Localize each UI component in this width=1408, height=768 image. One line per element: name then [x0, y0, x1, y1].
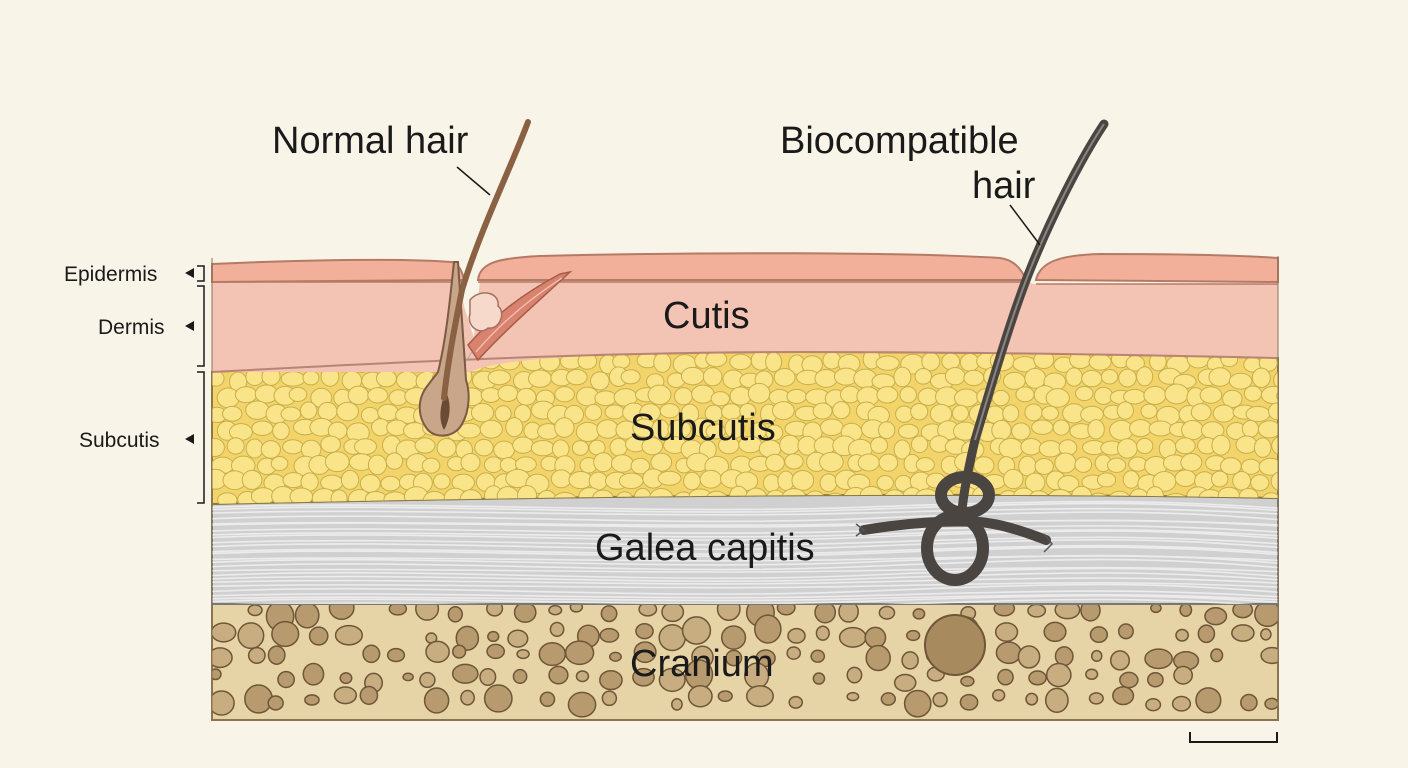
cranium-large-pore — [924, 614, 986, 676]
epidermis-layer — [211, 252, 1279, 720]
galea-capitis-label: Galea capitis — [595, 527, 815, 569]
side-label-subcutis: Subcutis — [79, 429, 160, 452]
dermis-layer — [211, 281, 1279, 373]
normal-hair-shaft — [441, 119, 531, 401]
subcutis-label: Subcutis — [630, 407, 776, 449]
cranium-layer — [211, 603, 1279, 721]
normal-hair-label: Normal hair — [272, 120, 469, 162]
scale-bar — [1189, 732, 1278, 743]
sebaceous-gland — [468, 292, 503, 332]
side-label-epidermis: Epidermis — [64, 263, 157, 286]
side-label-dermis: Dermis — [98, 316, 165, 339]
galea-capitis-layer — [211, 493, 1279, 605]
cutis-label: Cutis — [663, 295, 750, 337]
biocompatible-hair-leader-line — [1009, 204, 1041, 246]
biocompatible-hair — [855, 119, 1109, 586]
biocompatible-hair-label-line2: hair — [972, 165, 1036, 207]
biocompatible-hair-label-line1: Biocompatible — [780, 120, 1019, 162]
side-arrows — [185, 268, 194, 444]
side-brackets — [197, 265, 205, 504]
normal-hair-leader-line — [456, 166, 491, 196]
cranium-label: Cranium — [630, 643, 774, 685]
